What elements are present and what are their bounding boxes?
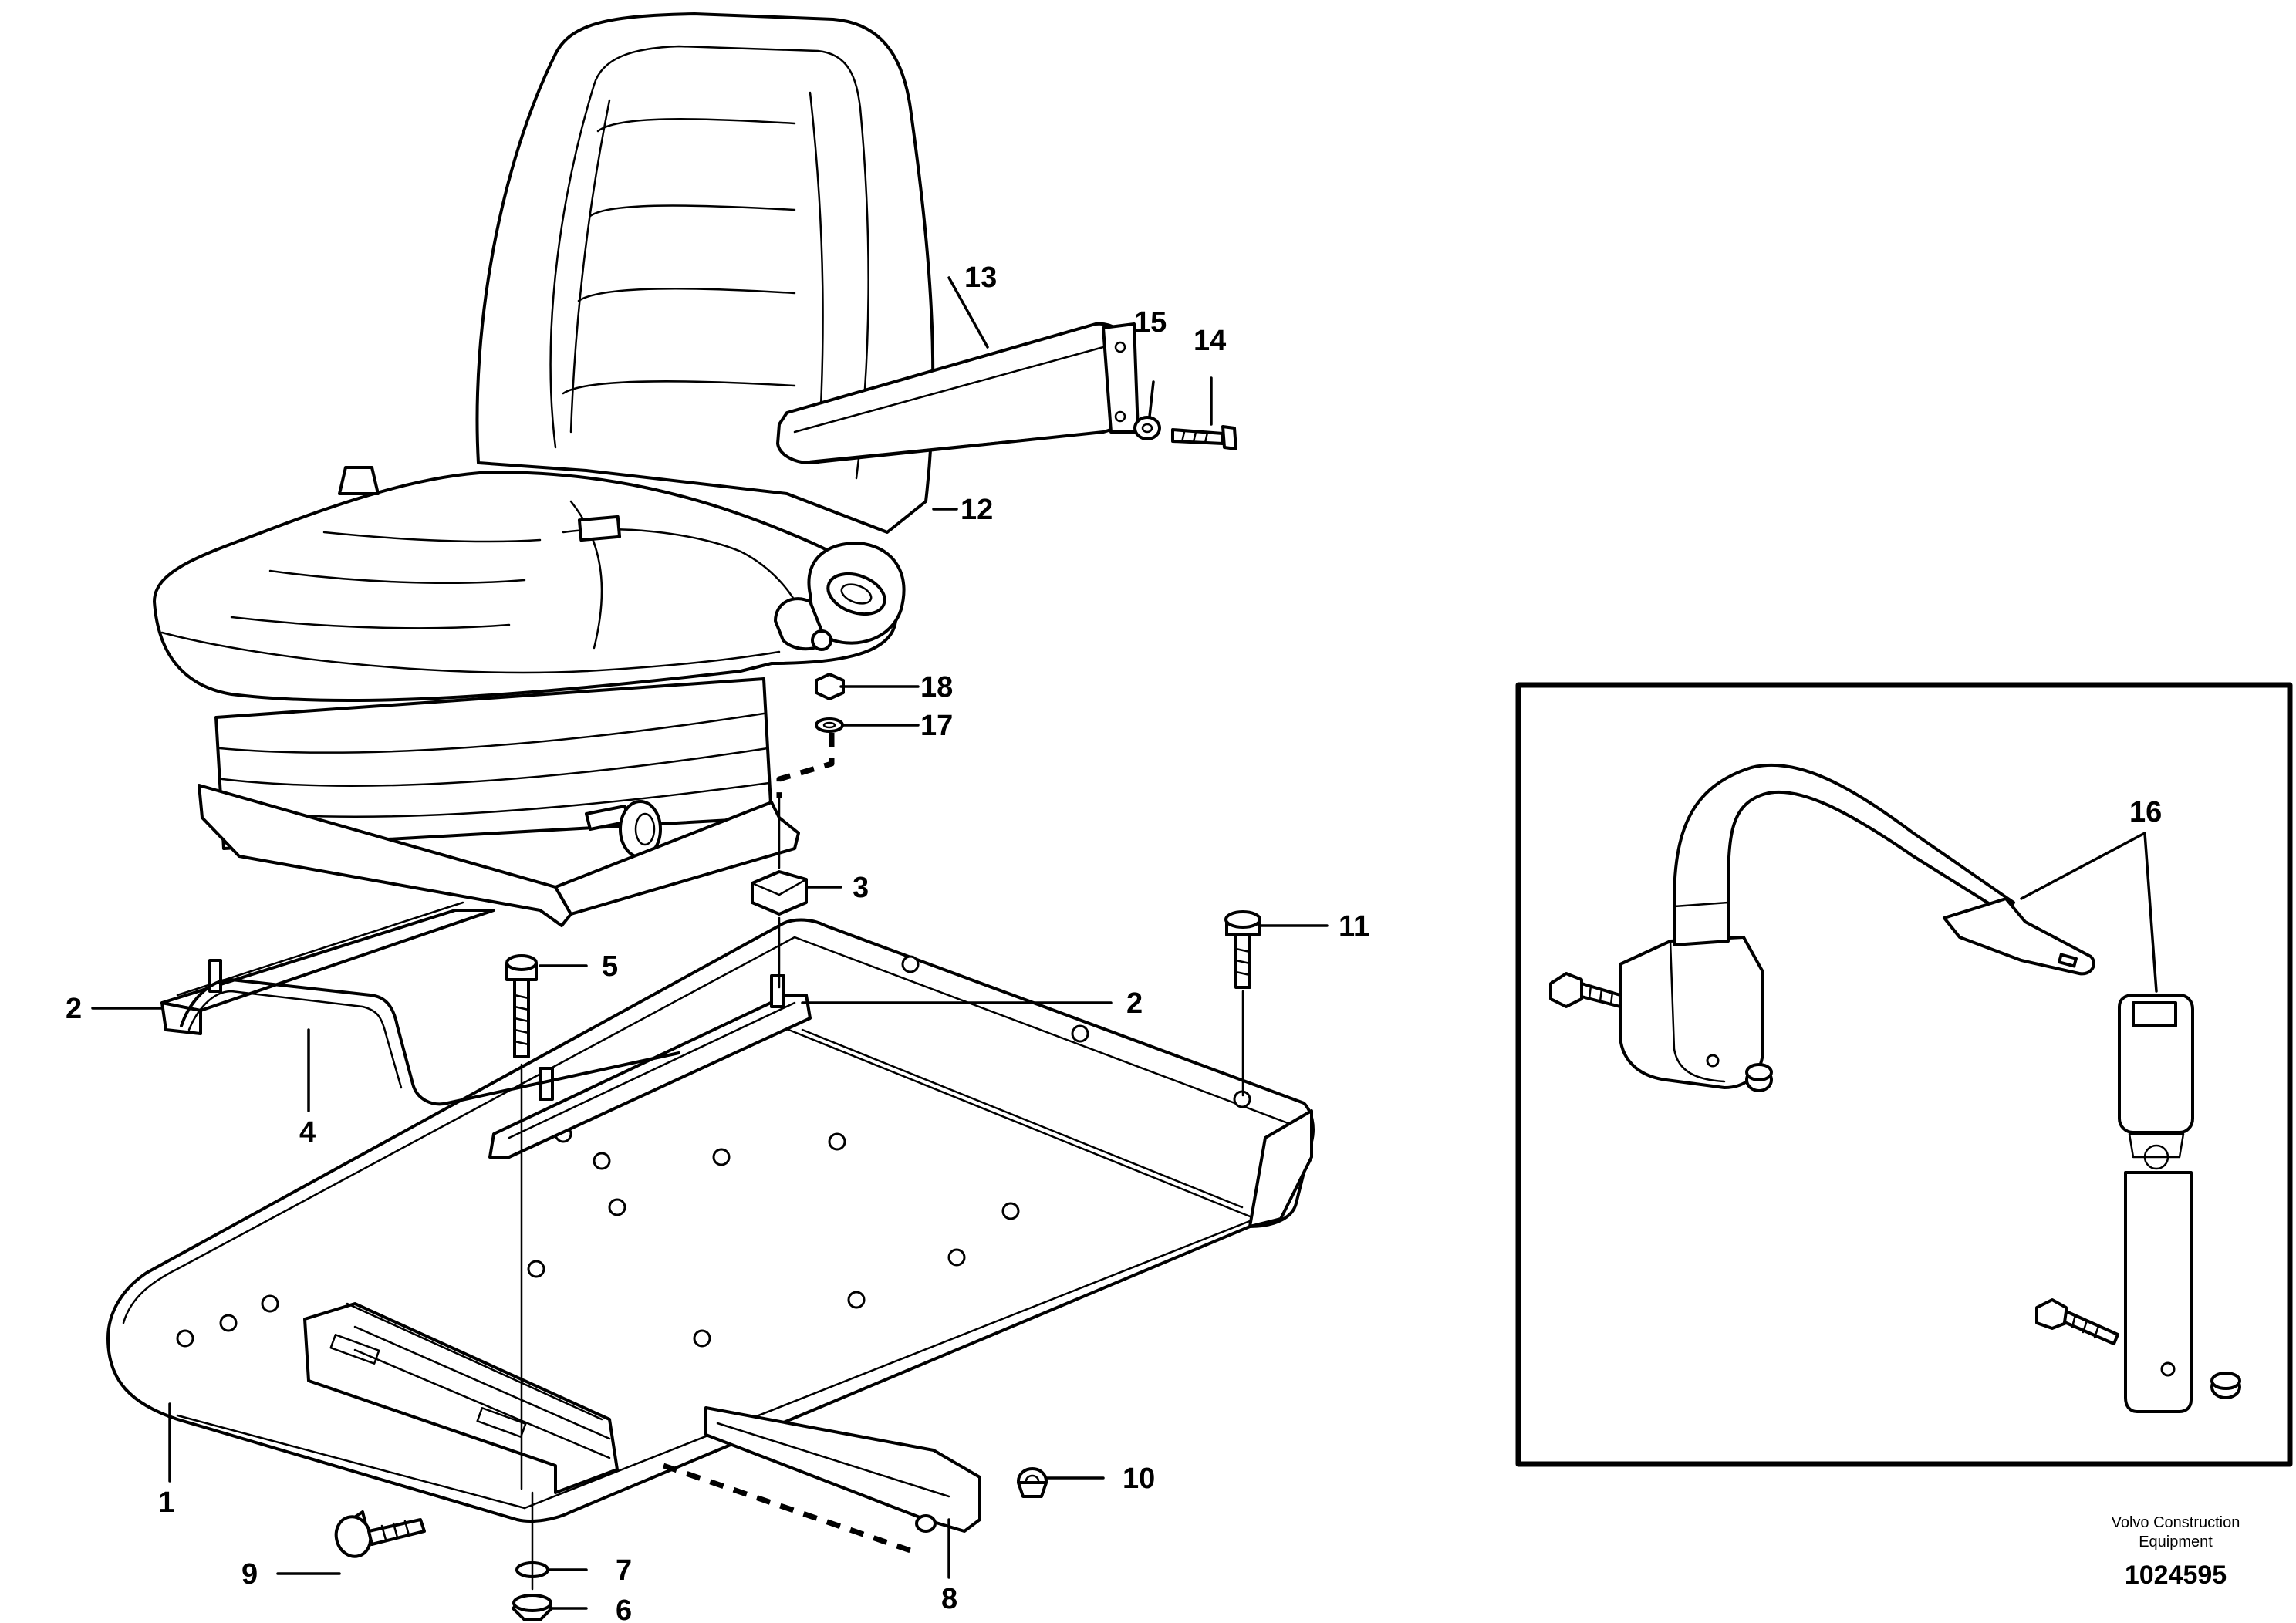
backrest-stitch-3	[577, 288, 796, 302]
slide-rail-left	[160, 901, 495, 1035]
company-name-line1: Volvo Construction	[2112, 1514, 2240, 1531]
cushion-stitch-2	[268, 569, 526, 585]
suspension-bellow-1	[218, 712, 765, 754]
callout-14: 14	[1194, 325, 1226, 357]
company-name-line2: Equipment	[2139, 1534, 2213, 1550]
cushion-front-edge	[160, 631, 781, 674]
callout-9: 9	[241, 1558, 258, 1591]
backrest-channel-left	[569, 99, 611, 434]
callout-15: 15	[1134, 306, 1167, 339]
washer-17	[815, 717, 844, 733]
backrest-stitch-4	[562, 380, 796, 395]
armrest	[776, 322, 1140, 464]
backrest-stitch-1	[596, 118, 796, 133]
nut-18	[815, 673, 845, 700]
seat-adjust-lever	[338, 466, 380, 495]
callout-12: 12	[961, 494, 993, 526]
callout-16: 16	[2129, 796, 2162, 828]
cushion-stitch-1	[322, 531, 542, 543]
height-adjust-knob-face	[634, 812, 656, 846]
cushion-side-crease	[569, 500, 603, 650]
bolt-5	[505, 954, 538, 1058]
suspension-bellow-2	[221, 747, 769, 787]
washer-15	[1133, 416, 1161, 440]
seat-belt-buckle-small	[577, 515, 622, 542]
callout-18: 18	[920, 671, 953, 704]
callout-6: 6	[616, 1594, 632, 1623]
callout-8: 8	[941, 1583, 957, 1615]
callout-5: 5	[602, 950, 618, 983]
hidden-line-seat	[776, 733, 835, 798]
adjustment-rod-outer	[187, 990, 403, 1089]
seat-belt-assembly	[1549, 763, 2241, 1413]
bracket-edge	[751, 878, 808, 896]
nut-6	[512, 1594, 553, 1621]
callout-2-left: 2	[66, 993, 82, 1025]
operator-seat	[153, 12, 935, 927]
callout-7: 7	[616, 1554, 632, 1587]
drawing-footer: Volvo Construction Equipment 1024595	[2112, 1514, 2240, 1590]
seat-console-platform	[106, 918, 1315, 1523]
hidden-line-crossmember	[662, 1463, 912, 1554]
callout-2-right: 2	[1126, 987, 1143, 1020]
cushion-stitch-3	[230, 616, 511, 629]
seat-base-pan-right	[554, 801, 800, 916]
callout-10: 10	[1123, 1463, 1155, 1495]
adjustment-rod	[180, 978, 680, 1106]
drawing-number: 1024595	[2125, 1561, 2227, 1590]
recline-knob	[774, 542, 906, 651]
leader-lines	[91, 276, 1329, 1610]
callout-labels: 1 2 2 3 4 5 6 7 8 9 10 11 12 13 14 15 16…	[66, 262, 2162, 1623]
callout-13: 13	[964, 262, 997, 294]
cross-member	[704, 1406, 981, 1533]
bolt-14	[1171, 425, 1237, 450]
bolt-9	[334, 1510, 426, 1558]
bracket	[751, 870, 808, 916]
slide-rail-right	[488, 974, 812, 1159]
nut-10	[1017, 1467, 1048, 1498]
inset-frame	[1515, 682, 2293, 1467]
backrest-stitch-2	[589, 204, 796, 218]
callout-1: 1	[158, 1486, 174, 1519]
backrest-inner-panel	[549, 45, 869, 480]
callout-3: 3	[853, 872, 869, 904]
callout-4: 4	[299, 1116, 316, 1149]
callout-17: 17	[920, 710, 953, 742]
bolt-11	[1224, 910, 1261, 989]
callout-11: 11	[1339, 910, 1369, 943]
